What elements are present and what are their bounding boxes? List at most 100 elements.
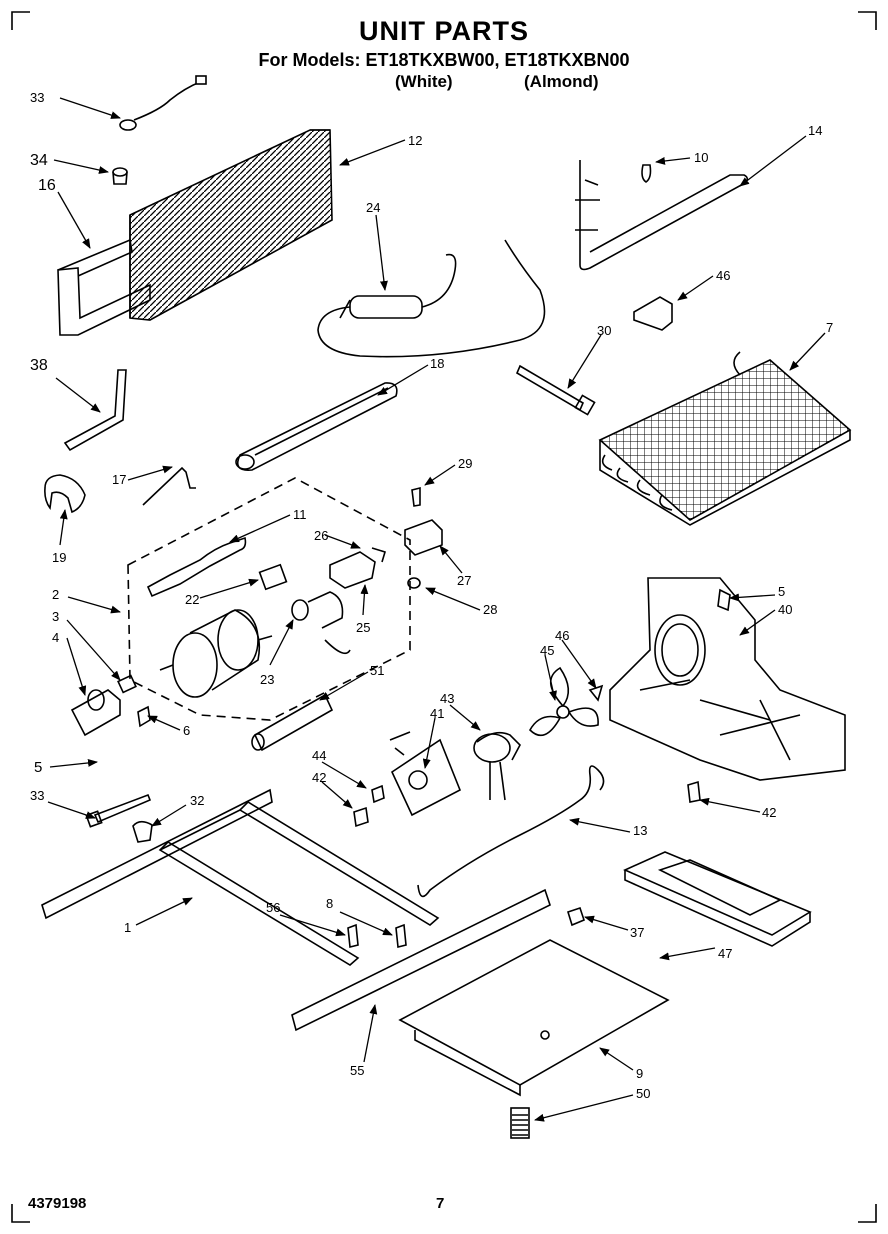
callout-27: 27 bbox=[457, 573, 471, 588]
callout-33a: 33 bbox=[30, 90, 44, 105]
corner-mark-tr bbox=[858, 11, 877, 30]
leader-2 bbox=[67, 596, 121, 614]
leader-12 bbox=[339, 139, 406, 166]
fan-clip bbox=[588, 684, 604, 702]
callout-17: 17 bbox=[112, 472, 126, 487]
leader-42b bbox=[699, 797, 761, 813]
leader-5b bbox=[729, 593, 776, 602]
callout-13: 13 bbox=[633, 823, 647, 838]
document-number: 4379198 bbox=[28, 1195, 87, 1212]
leader-3 bbox=[66, 619, 121, 681]
nut-28 bbox=[407, 577, 421, 589]
leader-43 bbox=[449, 704, 481, 731]
callout-30: 30 bbox=[597, 323, 611, 338]
leader-13 bbox=[569, 817, 631, 833]
screw-56 bbox=[347, 923, 359, 948]
wire-clip bbox=[132, 820, 153, 843]
fan-blade bbox=[529, 666, 599, 737]
leader-27 bbox=[439, 545, 463, 574]
corner-mark-tl bbox=[11, 11, 30, 30]
callout-41: 41 bbox=[430, 706, 444, 721]
condenser-coil bbox=[129, 129, 333, 321]
leader-18 bbox=[377, 364, 429, 396]
callout-11: 11 bbox=[293, 507, 307, 522]
color-white-label: (White) bbox=[395, 72, 453, 91]
models-line: For Models: ET18TKXBW00, ET18TKXBN00 bbox=[258, 50, 630, 70]
leader-33a bbox=[59, 97, 121, 119]
leader-34 bbox=[53, 159, 109, 174]
leader-22 bbox=[199, 578, 259, 599]
callout-46b: 46 bbox=[555, 628, 569, 643]
callout-26: 26 bbox=[314, 528, 328, 543]
fan-motor-bracket bbox=[389, 731, 462, 817]
callout-56: 56 bbox=[266, 900, 280, 915]
leader-42a bbox=[321, 781, 353, 809]
callout-32: 32 bbox=[190, 793, 204, 808]
leader-8 bbox=[339, 911, 393, 936]
terminal-cover bbox=[329, 551, 376, 589]
callout-10: 10 bbox=[694, 150, 708, 165]
leader-24 bbox=[375, 214, 388, 291]
callout-29: 29 bbox=[458, 456, 472, 471]
callout-19: 19 bbox=[52, 550, 66, 565]
fan-shroud-bracket bbox=[609, 577, 846, 781]
leader-56 bbox=[279, 914, 346, 937]
rear-rail bbox=[291, 888, 551, 1032]
heater-tube bbox=[575, 160, 749, 271]
leader-29 bbox=[424, 464, 456, 486]
base-rail-frame bbox=[41, 788, 440, 966]
callout-14: 14 bbox=[808, 123, 822, 138]
cable-tie-a bbox=[515, 364, 596, 416]
callout-2: 2 bbox=[52, 587, 59, 602]
callout-16: 16 bbox=[38, 177, 56, 194]
callout-8: 8 bbox=[326, 896, 333, 911]
callout-50: 50 bbox=[636, 1086, 650, 1101]
callout-22: 22 bbox=[185, 592, 199, 607]
callout-33b: 33 bbox=[30, 788, 44, 803]
sleeve-tube bbox=[251, 693, 334, 752]
callout-9: 9 bbox=[636, 1066, 643, 1081]
callout-43: 43 bbox=[440, 691, 454, 706]
callout-4: 4 bbox=[52, 630, 59, 645]
leader-1 bbox=[135, 897, 193, 926]
leader-16 bbox=[57, 191, 91, 249]
leader-7 bbox=[789, 332, 826, 371]
leader-23 bbox=[269, 619, 294, 666]
leader-19 bbox=[59, 509, 68, 546]
leader-46a bbox=[677, 275, 714, 301]
corner-mark-br bbox=[858, 1204, 877, 1223]
leader-14 bbox=[739, 135, 807, 187]
leveling-spring bbox=[510, 1107, 530, 1139]
screw-29 bbox=[411, 486, 421, 507]
callout-5b: 5 bbox=[778, 584, 785, 599]
leader-41 bbox=[422, 717, 436, 769]
callout-42a: 42 bbox=[312, 770, 326, 785]
callout-47: 47 bbox=[718, 946, 732, 961]
callout-46a: 46 bbox=[716, 268, 730, 283]
wire-lead bbox=[142, 466, 196, 506]
filter-drier-tube bbox=[317, 239, 546, 358]
mounting-bracket bbox=[70, 689, 121, 737]
clip-part bbox=[641, 164, 652, 183]
callout-55: 55 bbox=[350, 1063, 364, 1078]
coil-bracket bbox=[57, 238, 151, 336]
leader-33b bbox=[47, 801, 96, 819]
screw-44 bbox=[371, 784, 385, 804]
callout-12: 12 bbox=[408, 133, 422, 148]
leader-32 bbox=[151, 804, 187, 827]
drain-tube bbox=[417, 765, 605, 898]
overload-protector bbox=[291, 591, 351, 655]
bottom-cover-panel bbox=[398, 939, 670, 1097]
callout-51: 51 bbox=[370, 663, 384, 678]
drain-pan bbox=[623, 851, 812, 947]
page-title: UNIT PARTS bbox=[359, 16, 529, 46]
callout-42b: 42 bbox=[762, 805, 776, 820]
leader-5a bbox=[49, 758, 98, 768]
screw-8 bbox=[395, 923, 407, 948]
insulation-tube bbox=[235, 382, 398, 472]
damper-block bbox=[633, 296, 673, 331]
leader-45 bbox=[544, 654, 557, 701]
corner-mark-bl bbox=[11, 1204, 30, 1223]
callout-18: 18 bbox=[430, 356, 444, 371]
